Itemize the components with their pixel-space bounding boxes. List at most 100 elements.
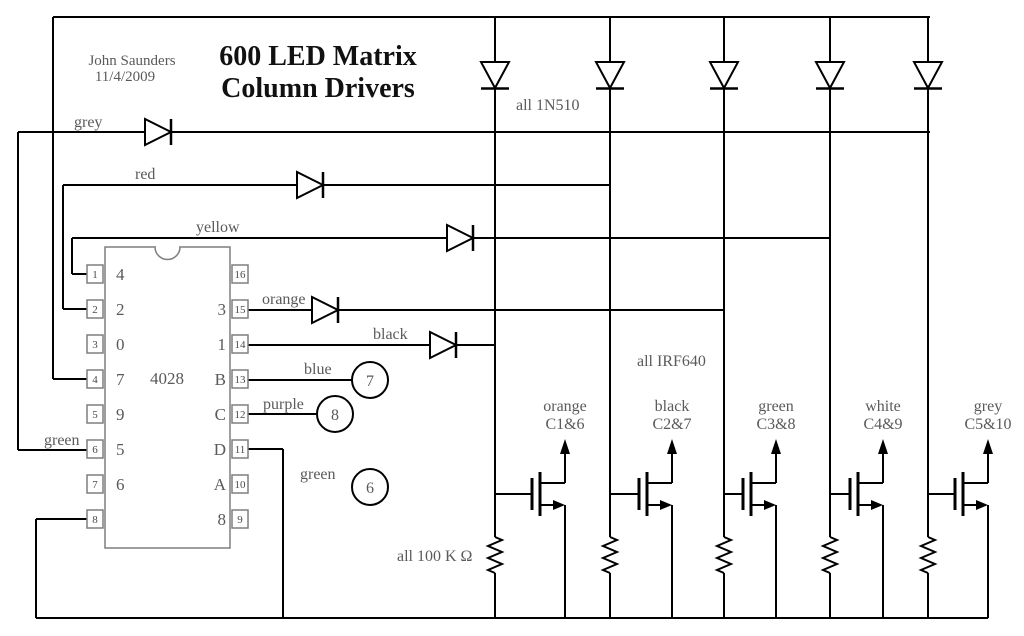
- mosfet-5: [928, 439, 993, 618]
- mosfet-drain-arrow: [560, 439, 570, 454]
- wire-pin8-ground: [35, 518, 87, 618]
- ic-body: [104, 246, 231, 549]
- mosfet-source: [963, 504, 989, 618]
- pin-signal-5: 9: [116, 405, 125, 424]
- pin-number-2: 2: [92, 304, 98, 316]
- pin-box-8: [86, 509, 104, 529]
- pin-signal-12: C: [215, 405, 226, 424]
- connector-value: 8: [331, 407, 339, 424]
- pin-box-7: [86, 474, 104, 494]
- wire-label-blue: blue: [304, 361, 332, 378]
- diode-1n510-1: [479, 61, 511, 91]
- wire-label-orange: orange: [262, 291, 306, 308]
- pin-signal-7: 6: [116, 475, 125, 494]
- diode-1n510-2: [594, 61, 626, 91]
- pin-box-10: [231, 474, 249, 494]
- diode-red-wire: [296, 170, 326, 200]
- ic-notch: [154, 246, 181, 261]
- mosfet-drain: [540, 454, 566, 484]
- diode-orange-wire: [311, 295, 341, 325]
- driver-columns-2: C2&7: [652, 416, 691, 433]
- driver-label-2: black C2&7: [652, 398, 691, 433]
- mosfet-source: [751, 504, 777, 618]
- mosfet-drain: [963, 454, 989, 484]
- pin-box-6: [86, 439, 104, 459]
- pin-number-10: 10: [235, 479, 247, 491]
- wire-label-green-row: green: [300, 466, 336, 483]
- pin-number-16: 16: [235, 269, 247, 281]
- pin-number-5: 5: [92, 409, 98, 421]
- diode-grey-wire: [144, 117, 174, 147]
- wire-label-yellow: yellow: [196, 219, 240, 236]
- mosfet-1: [495, 439, 570, 618]
- note-diodes: all 1N510: [516, 97, 580, 114]
- pin-number-12: 12: [235, 409, 246, 421]
- pin-signal-4: 7: [116, 370, 125, 389]
- net-pin4-top-rail: [52, 16, 930, 380]
- connector-value: 7: [366, 373, 374, 390]
- pin-signal-6: 5: [116, 440, 125, 459]
- driver-label-4: white C4&9: [863, 398, 902, 433]
- wire-red: [62, 184, 610, 310]
- pin-signal-11: D: [214, 440, 226, 459]
- driver-columns-5: C5&10: [964, 416, 1011, 433]
- pin-number-3: 3: [92, 339, 98, 351]
- row-connector-blue: 7: [351, 361, 389, 399]
- pin-box-3: [86, 334, 104, 354]
- driver-label-1: orange C1&6: [543, 398, 587, 433]
- ic-part-label: 4028: [150, 369, 184, 388]
- page-title-line-1: 600 LED Matrix: [219, 41, 417, 72]
- driver-columns-3: C3&8: [756, 416, 795, 433]
- ic-left-pins: 1 4 2 2 3 0 4 7 5 9 6 5 7 6 8: [86, 264, 125, 529]
- pin-box-13: [231, 369, 249, 389]
- pin-box-5: [86, 404, 104, 424]
- row-connector-purple: 8: [316, 395, 354, 433]
- pin-box-1: [86, 264, 104, 284]
- pin-box-4: [86, 369, 104, 389]
- ic-right-pins: 16 15 3 14 1 13 B 12 C 11 D 10 A 9 8: [214, 264, 249, 529]
- mosfet-drain: [858, 454, 884, 484]
- mosfet-source: [858, 504, 884, 618]
- driver-columns-4: C4&9: [863, 416, 902, 433]
- pin-number-8: 8: [92, 514, 98, 526]
- pin-box-16: [231, 264, 249, 284]
- mosfet-source: [540, 504, 566, 618]
- note-mosfets: all IRF640: [637, 353, 706, 370]
- resistor-5: [918, 536, 938, 574]
- row-connector-green: 6: [351, 468, 389, 506]
- mosfet-source-arrow: [553, 500, 565, 510]
- resistor-4: [820, 536, 840, 574]
- wire-label-purple: purple: [263, 396, 304, 413]
- connector-circle: [351, 361, 389, 399]
- pin-box-2: [86, 299, 104, 319]
- wire-pin11-ground: [248, 448, 284, 618]
- mosfet-source: [647, 504, 673, 618]
- mosfet-drain: [751, 454, 777, 484]
- driver-wire-1: orange: [543, 398, 587, 415]
- pin-signal-1: 4: [116, 265, 125, 284]
- mosfet-drain-arrow: [667, 439, 677, 454]
- pin-number-7: 7: [92, 479, 98, 491]
- pin-signal-13: B: [215, 370, 226, 389]
- pin-signal-3: 0: [116, 335, 125, 354]
- resistor-2: [600, 536, 620, 574]
- wire-yellow: [71, 237, 830, 275]
- driver-columns-1: C1&6: [545, 416, 584, 433]
- mosfet-source-arrow: [976, 500, 988, 510]
- pin-number-4: 4: [92, 374, 98, 386]
- mosfet-2: [610, 439, 677, 618]
- pin-number-9: 9: [237, 514, 243, 526]
- resistor-3: [714, 536, 734, 574]
- author-date: 11/4/2009: [95, 69, 155, 85]
- driver-label-5: grey C5&10: [964, 398, 1011, 433]
- mosfet-drain: [647, 454, 673, 484]
- wire-label-red: red: [135, 166, 155, 183]
- driver-wire-4: white: [865, 398, 901, 415]
- driver-label-3: green C3&8: [756, 398, 795, 433]
- pin-box-14: [231, 334, 249, 354]
- page-title-line-2: Column Drivers: [221, 73, 415, 104]
- diode-1n510-4: [814, 61, 846, 91]
- note-resistors: all 100 K Ω: [397, 548, 473, 565]
- pin-box-15: [231, 299, 249, 319]
